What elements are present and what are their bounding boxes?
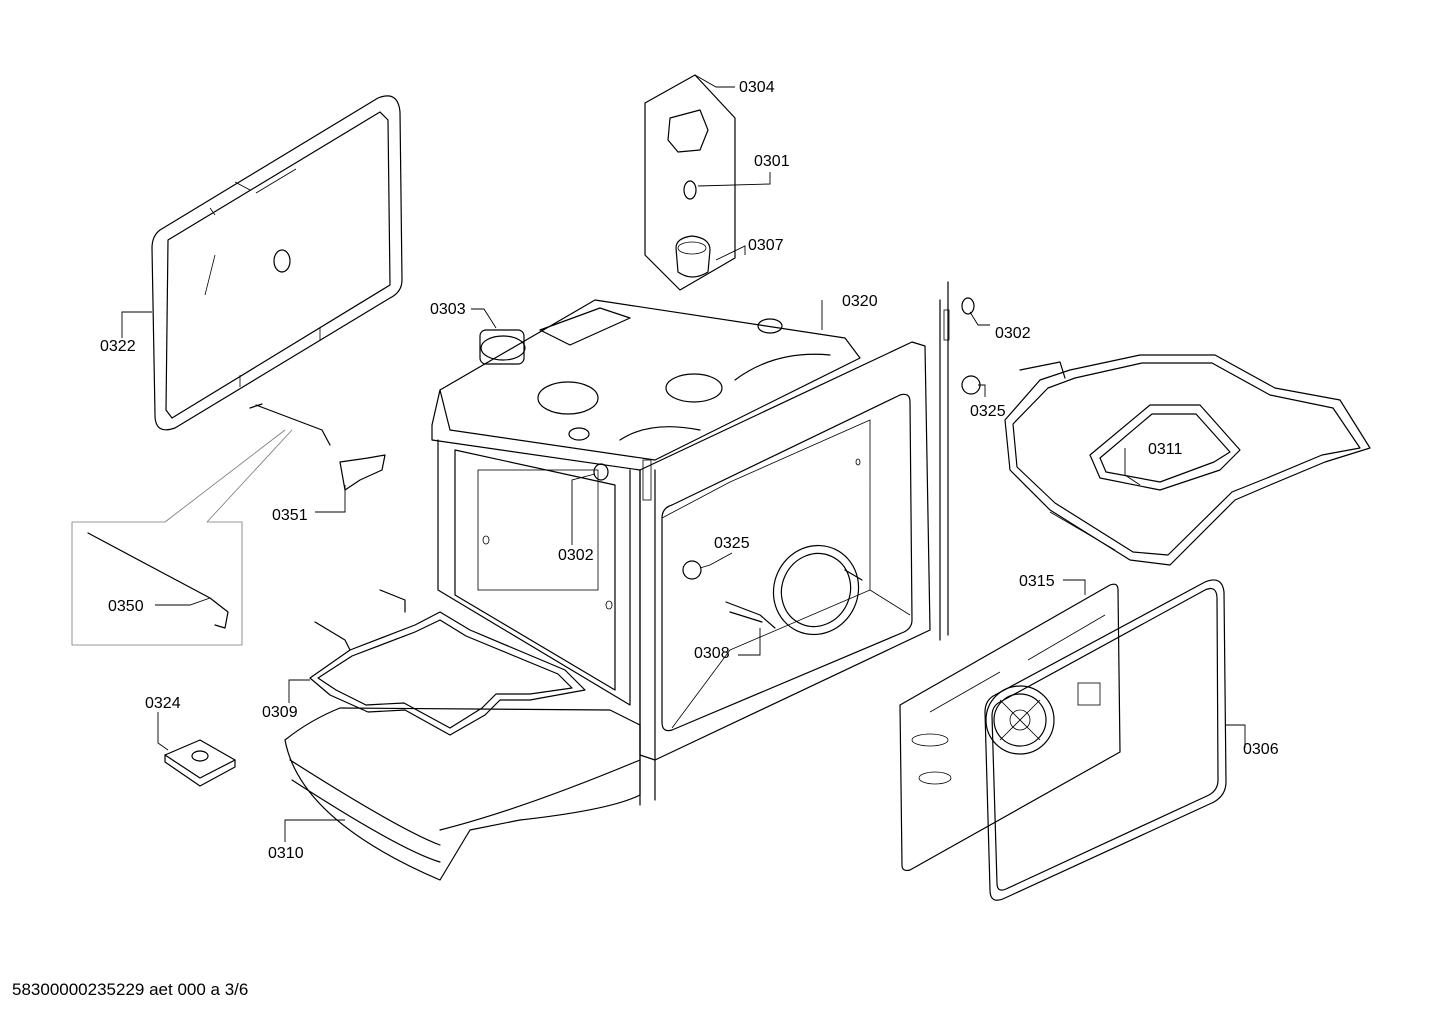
door-panel-part — [151, 95, 403, 431]
label-0302-center: 0302 — [558, 547, 594, 564]
label-0307: 0307 — [748, 237, 784, 254]
label-0311: 0311 — [1148, 441, 1183, 458]
insulation-mat — [284, 707, 641, 881]
label-0306: 0306 — [1243, 741, 1279, 758]
label-0302-right: 0302 — [995, 325, 1031, 342]
label-0351: 0351 — [272, 507, 308, 524]
label-0310: 0310 — [268, 845, 304, 862]
document-reference: 58300000235229 aet 000 a 3/6 — [12, 980, 249, 999]
label-0304: 0304 — [739, 79, 775, 96]
door-seal — [984, 579, 1227, 901]
label-0315: 0315 — [1019, 573, 1055, 590]
label-0308: 0308 — [694, 645, 730, 662]
bottom-heating-element — [309, 589, 586, 736]
label-0325-center: 0325 — [714, 535, 750, 552]
label-0325-right: 0325 — [970, 403, 1006, 420]
oven-body — [431, 281, 950, 806]
top-heating-element — [1004, 354, 1371, 566]
circular-heating-element — [725, 544, 863, 636]
leader-lines — [121, 74, 1246, 842]
label-0309: 0309 — [262, 704, 298, 721]
label-0324: 0324 — [145, 695, 181, 712]
label-0322: 0322 — [100, 338, 136, 355]
lamp-cover-right — [961, 375, 981, 395]
label-0350: 0350 — [108, 598, 144, 615]
lamp-cover-center — [682, 560, 702, 580]
label-0301: 0301 — [754, 153, 790, 170]
label-0320: 0320 — [842, 293, 878, 310]
sensor-probe-detail — [71, 429, 293, 646]
back-panel-fan — [899, 583, 1121, 872]
label-0303: 0303 — [430, 301, 466, 318]
lamp-holder-right — [961, 297, 975, 315]
lamp-holder-center — [593, 463, 609, 481]
temperature-sensor — [249, 403, 386, 491]
square-washer — [164, 739, 236, 787]
